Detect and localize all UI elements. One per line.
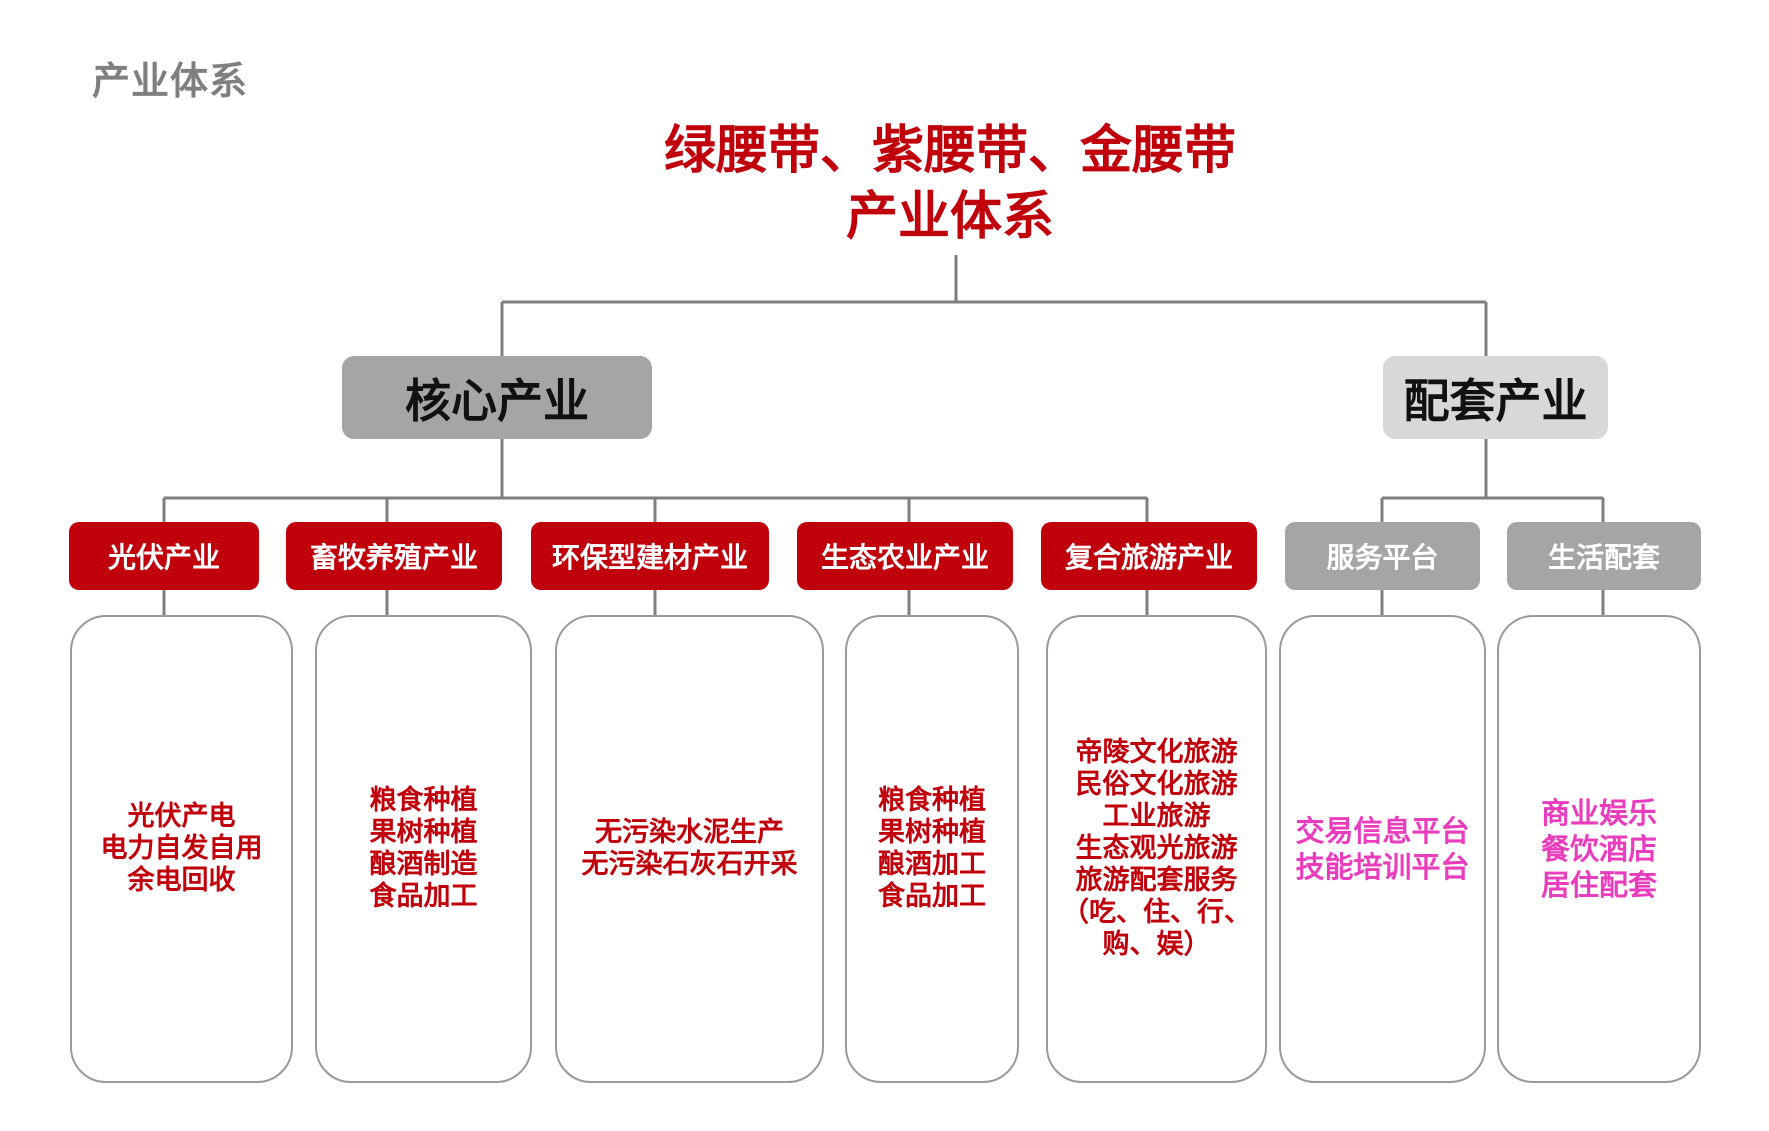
panel-items: 光伏产电 电力自发自用 余电回收 xyxy=(101,801,263,897)
panel-item: 帝陵文化旅游 xyxy=(1075,737,1238,768)
panel-item: 商业娱乐 xyxy=(1540,796,1657,830)
panel-items: 商业娱乐 餐饮酒店 居住配套 xyxy=(1541,795,1657,903)
panel-item: 果树种植 xyxy=(878,817,986,848)
panel-items: 无污染水泥生产 无污染石灰石开采 xyxy=(582,817,798,881)
industry-photovoltaic: 光伏产业 xyxy=(69,522,259,590)
industry-service-platform: 服务平台 xyxy=(1285,522,1480,590)
panel-item: 酿酒制造 xyxy=(369,849,478,880)
page-title: 产业体系 xyxy=(92,59,249,103)
panel-item: 餐饮酒店 xyxy=(1540,832,1657,866)
panel-composite-tourism: 帝陵文化旅游 民俗文化旅游 工业旅游 生态观光旅游 旅游配套服务 （吃、住、行、… xyxy=(1046,615,1267,1083)
panel-items: 粮食种植 果树种植 酿酒加工 食品加工 xyxy=(878,785,986,913)
panel-items: 帝陵文化旅游 民俗文化旅游 工业旅游 生态观光旅游 旅游配套服务 （吃、住、行、… xyxy=(1062,737,1251,961)
industry-livestock: 畜牧养殖产业 xyxy=(286,522,502,590)
panel-item: 生态观光旅游 xyxy=(1075,833,1238,864)
panel-item: 无污染石灰石开采 xyxy=(581,849,798,880)
panel-service-platform: 交易信息平台 技能培训平台 xyxy=(1279,615,1486,1083)
diagram-title-line-1: 绿腰带、紫腰带、金腰带 xyxy=(663,121,1236,181)
panel-item: 无污染水泥生产 xyxy=(595,817,784,848)
panel-item: 果树种植 xyxy=(369,817,478,848)
panel-item: 民俗文化旅游 xyxy=(1075,769,1238,800)
panel-item: 酿酒加工 xyxy=(878,849,986,880)
panel-item: 旅游配套服务 xyxy=(1075,865,1238,896)
industry-eco-agriculture: 生态农业产业 xyxy=(797,522,1013,590)
panel-item: 居住配套 xyxy=(1540,868,1657,902)
industry-living-facilities: 生活配套 xyxy=(1507,522,1701,590)
panel-living-facilities: 商业娱乐 餐饮酒店 居住配套 xyxy=(1497,615,1701,1083)
panel-item: 电力自发自用 xyxy=(100,833,263,864)
panel-livestock: 粮食种植 果树种植 酿酒制造 食品加工 xyxy=(315,615,532,1083)
panel-items: 粮食种植 果树种植 酿酒制造 食品加工 xyxy=(370,785,478,913)
diagram-title: 绿腰带、紫腰带、金腰带 产业体系 xyxy=(560,118,1340,250)
panel-item: 交易信息平台 xyxy=(1295,814,1470,848)
panel-item: 食品加工 xyxy=(878,881,986,912)
panel-item: 余电回收 xyxy=(127,865,236,896)
diagram-title-line-2: 产业体系 xyxy=(845,187,1054,247)
category-supporting-industry: 配套产业 xyxy=(1383,356,1608,439)
panel-item: 光伏产电 xyxy=(127,801,236,832)
panel-item: 技能培训平台 xyxy=(1295,850,1470,884)
industry-composite-tourism: 复合旅游产业 xyxy=(1041,522,1257,590)
industry-eco-building-materials: 环保型建材产业 xyxy=(531,522,769,590)
panel-photovoltaic: 光伏产电 电力自发自用 余电回收 xyxy=(70,615,293,1083)
panel-item: （吃、住、行、 xyxy=(1062,897,1251,928)
panel-item: 购、娱） xyxy=(1102,929,1211,960)
panel-items: 交易信息平台 技能培训平台 xyxy=(1295,813,1469,885)
panel-eco-agriculture: 粮食种植 果树种植 酿酒加工 食品加工 xyxy=(845,615,1019,1083)
panel-item: 粮食种植 xyxy=(878,785,986,816)
panel-item: 食品加工 xyxy=(369,881,478,912)
panel-eco-building-materials: 无污染水泥生产 无污染石灰石开采 xyxy=(555,615,824,1083)
category-core-industry: 核心产业 xyxy=(342,356,652,439)
panel-item: 工业旅游 xyxy=(1102,801,1211,832)
panel-item: 粮食种植 xyxy=(369,785,478,816)
